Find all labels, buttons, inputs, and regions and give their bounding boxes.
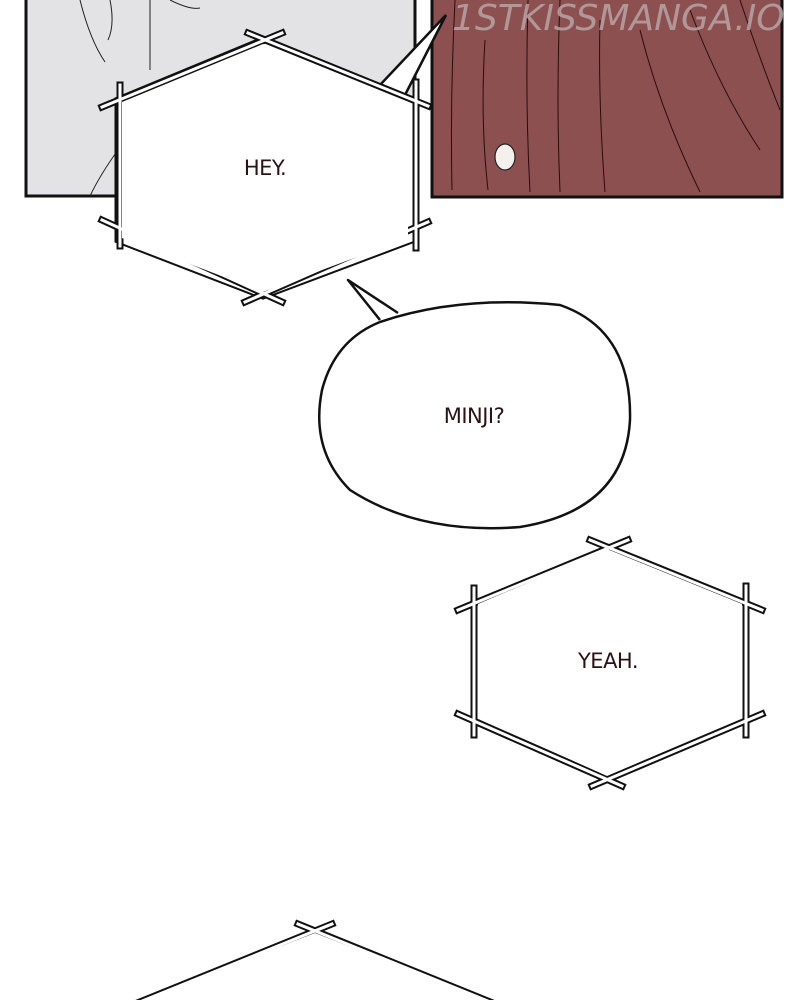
- speech-bubble-hexagon-partial: [135, 919, 495, 1000]
- speech-bubble-oval: MINJI?: [318, 278, 632, 530]
- bubble-text: HEY.: [244, 156, 286, 180]
- button-icon: [494, 143, 516, 171]
- bubble-text: YEAH.: [577, 649, 638, 673]
- watermark: 1STKISSMANGA.IO: [452, 0, 785, 39]
- right-panel: 1STKISSMANGA.IO: [430, 0, 785, 199]
- bubble-text: MINJI?: [444, 404, 505, 428]
- speech-bubble-hexagon: YEAH.: [453, 535, 767, 791]
- speech-bubble-hexagon: HEY.: [97, 28, 433, 307]
